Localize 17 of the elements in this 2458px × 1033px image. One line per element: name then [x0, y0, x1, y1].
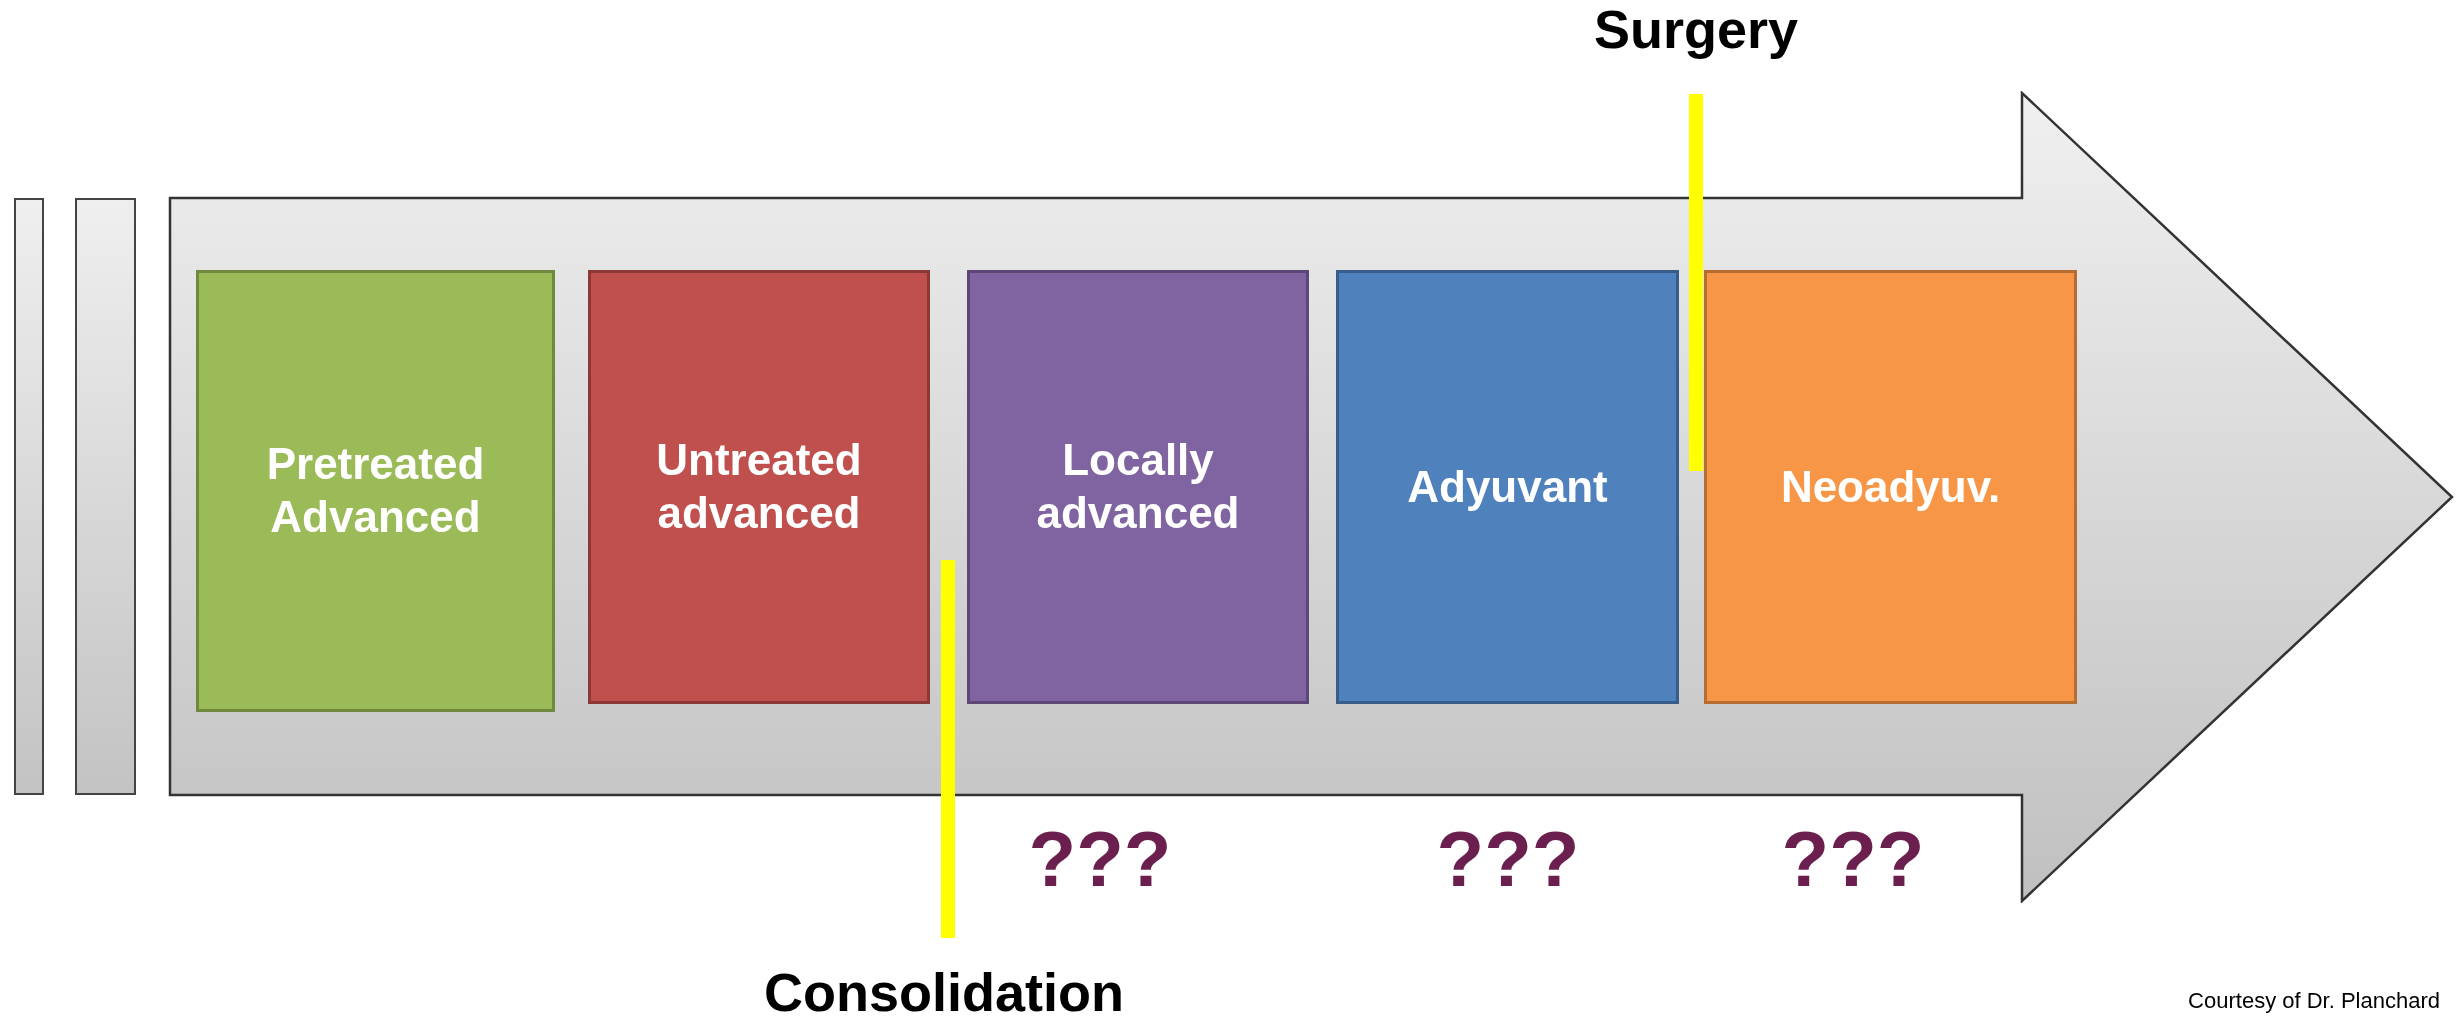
stage-label: Pretreated Advanced — [265, 438, 486, 543]
question-marks: ??? — [1435, 820, 1581, 898]
question-marks: ??? — [1027, 820, 1173, 898]
stage-label: Neoadyuv. — [1780, 460, 2001, 513]
stage-label: Adyuvant — [1407, 460, 1608, 513]
stage-label: Untreated advanced — [655, 434, 863, 539]
stage-label: Locally advanced — [1035, 434, 1241, 539]
marker-label: Consolidation — [763, 965, 1125, 1019]
stage-box — [588, 270, 930, 704]
question-marks: ??? — [1780, 820, 1926, 898]
stage-box — [1704, 270, 2077, 704]
credit-note: Courtesy of Dr. Planchard — [2187, 990, 2440, 1012]
stage-box — [967, 270, 1309, 704]
timeline-bar — [14, 198, 44, 795]
timeline-bar — [75, 198, 136, 795]
stage-box — [1336, 270, 1679, 704]
stage-box — [196, 270, 555, 712]
